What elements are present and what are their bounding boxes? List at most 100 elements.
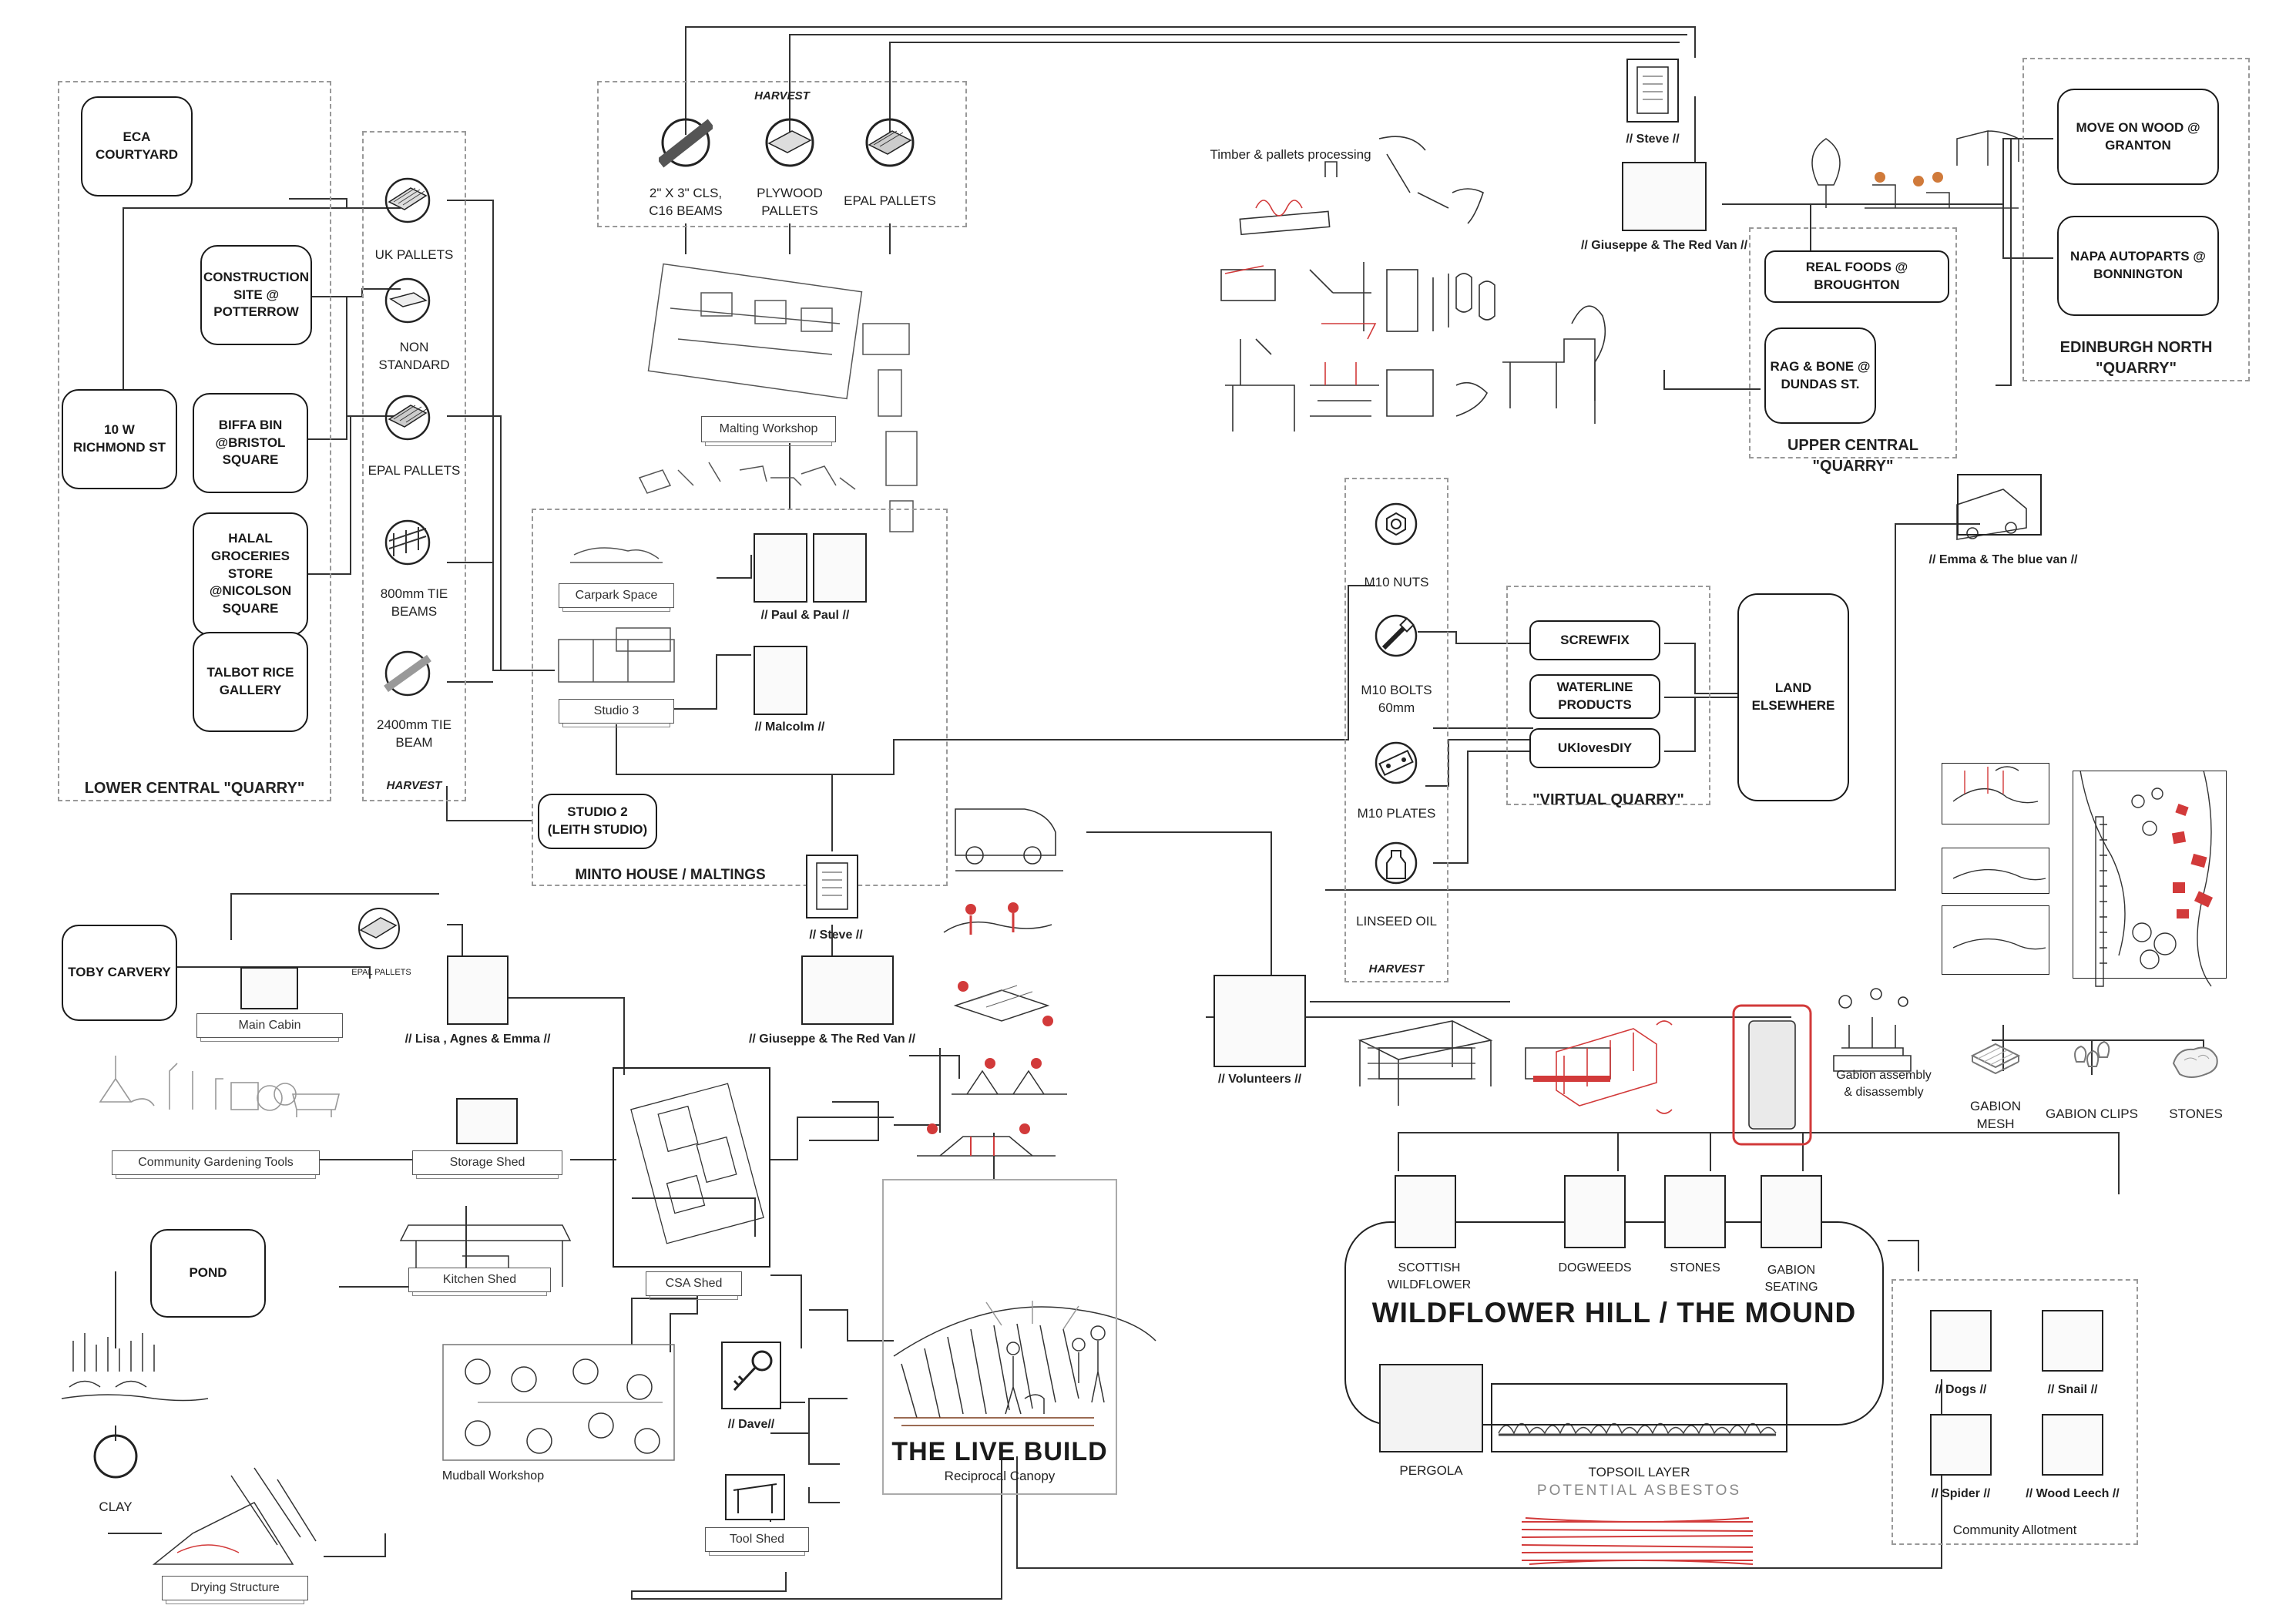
allotment-title: Community Allotment bbox=[1952, 1523, 2077, 1537]
studio-3-label[interactable]: Studio 3 bbox=[559, 699, 674, 727]
mound-dogweeds: DOGWEEDS bbox=[1558, 1261, 1632, 1274]
material-non-standard: NON STANDARD bbox=[378, 340, 450, 372]
mound-gabion-seating: GABION SEATING bbox=[1764, 1264, 1818, 1294]
source-eca-courtyard[interactable]: ECA COURTYARD bbox=[81, 96, 193, 196]
csa-shed-label[interactable]: CSA Shed bbox=[646, 1271, 742, 1300]
source-napa-autoparts[interactable]: NAPA AUTOPARTS @ BONNINGTON bbox=[2057, 216, 2219, 316]
plywood-pallets-icon bbox=[765, 118, 814, 167]
document-icon-mid bbox=[806, 855, 858, 918]
hardware-frame bbox=[1344, 478, 1448, 982]
lower-quarry-frame bbox=[58, 81, 331, 801]
build-sequence-1 bbox=[928, 886, 1067, 963]
hardware-linseed-oil: LINSEED OIL bbox=[1356, 914, 1437, 929]
live-build-subtitle: Reciprocal Canopy bbox=[944, 1469, 1056, 1483]
timber-processing-title: Timber & pallets processing bbox=[1210, 147, 1371, 162]
gabion-clips-label: GABION CLIPS bbox=[2046, 1107, 2138, 1121]
source-real-foods[interactable]: REAL FOODS @ BROUGHTON bbox=[1764, 250, 1949, 303]
mound-scottish-wildflower: SCOTTISH WILDFLOWER bbox=[1387, 1261, 1472, 1291]
main-cabin-sketch bbox=[240, 967, 298, 1009]
mound-stones: STONES bbox=[1670, 1261, 1720, 1274]
mudball-label: Mudball Workshop bbox=[441, 1469, 545, 1483]
wood-leech-sketch bbox=[2042, 1414, 2103, 1476]
dogs-label: // Dogs // bbox=[1935, 1383, 1987, 1396]
malting-workshop-label[interactable]: Malting Workshop bbox=[701, 416, 836, 446]
community-tools-label[interactable]: Community Gardening Tools bbox=[112, 1150, 320, 1179]
landscape-sketch-2 bbox=[1942, 848, 2049, 894]
kitchen-shed-label[interactable]: Kitchen Shed bbox=[408, 1268, 551, 1296]
source-move-on-wood[interactable]: MOVE ON WOOD @ GRANTON bbox=[2057, 89, 2219, 185]
pergola-sketch bbox=[1379, 1364, 1483, 1452]
tool-shed-label[interactable]: Tool Shed bbox=[705, 1527, 809, 1556]
allotment-frame bbox=[1892, 1279, 2138, 1545]
source-halal-groceries[interactable]: HALAL GROCERIES STORE @NICOLSON SQUARE bbox=[193, 512, 308, 636]
north-quarry-title: EDINBURGH NORTH "QUARRY" bbox=[2059, 339, 2213, 377]
pond-box[interactable]: POND bbox=[150, 1229, 266, 1318]
stones-icon bbox=[2172, 1046, 2218, 1078]
source-waterline[interactable]: WATERLINE PRODUCTS bbox=[1529, 674, 1660, 719]
hardware-harvest-label: HARVEST bbox=[1368, 962, 1425, 976]
source-uklovesdiy[interactable]: UKlovesDIY bbox=[1529, 728, 1660, 768]
upper-quarry-title: UPPER CENTRAL "QUARRY" bbox=[1787, 437, 1918, 475]
malcolm-label: // Malcolm // bbox=[754, 720, 825, 734]
dogs-sketch bbox=[1930, 1310, 1992, 1372]
emma-van-sketch bbox=[1957, 474, 2042, 536]
source-screwfix[interactable]: SCREWFIX bbox=[1529, 620, 1660, 660]
giuseppe-mid-label: // Giuseppe & The Red Van // bbox=[748, 1033, 916, 1046]
stones-sketch bbox=[1664, 1175, 1726, 1248]
malcolm-sketch bbox=[754, 646, 807, 715]
drying-structure-label[interactable]: Drying Structure bbox=[162, 1576, 308, 1604]
mound-asbestos: POTENTIAL ASBESTOS bbox=[1536, 1483, 1742, 1499]
gabion-seating-sketch bbox=[1761, 1175, 1822, 1248]
m10-plates-icon bbox=[1375, 741, 1418, 784]
source-construction-site[interactable]: CONSTRUCTION SITE @ POTTERROW bbox=[200, 245, 312, 345]
snail-sketch bbox=[2042, 1310, 2103, 1372]
m10-nuts-icon bbox=[1375, 502, 1418, 546]
mound-topsoil: TOPSOIL LAYER bbox=[1588, 1465, 1690, 1479]
mound-pergola: PERGOLA bbox=[1399, 1463, 1463, 1478]
top-harvest-frame bbox=[597, 81, 967, 227]
topsoil-sketch bbox=[1491, 1383, 1787, 1452]
landscape-sketch-3 bbox=[1942, 905, 2049, 975]
document-icon-top bbox=[1626, 59, 1679, 123]
m10-bolts-icon bbox=[1375, 614, 1418, 657]
storage-shed-label[interactable]: Storage Shed bbox=[412, 1150, 562, 1179]
harvest-epal-pallets: EPAL PALLETS bbox=[844, 193, 936, 208]
uk-pallets-icon bbox=[384, 177, 431, 223]
hardware-m10-nuts: M10 NUTS bbox=[1364, 575, 1429, 589]
harvest-cls-beams: 2" X 3" CLS, C16 BEAMS bbox=[649, 186, 723, 218]
snail-label: // Snail // bbox=[2047, 1383, 2098, 1396]
clay-label: CLAY bbox=[99, 1499, 133, 1514]
land-elsewhere-box[interactable]: LAND ELSEWHERE bbox=[1737, 593, 1849, 801]
lisa-sketch bbox=[447, 955, 509, 1025]
material-uk-pallets: UK PALLETS bbox=[374, 247, 454, 262]
studio-2-box[interactable]: STUDIO 2 (LEITH STUDIO) bbox=[538, 794, 657, 849]
storage-shed-sketch bbox=[456, 1098, 518, 1144]
toby-carvery-box[interactable]: TOBY CARVERY bbox=[62, 925, 177, 1021]
paul-sketch-2 bbox=[813, 533, 867, 603]
material-epal-pallets: EPAL PALLETS bbox=[368, 463, 461, 478]
source-10w-richmond[interactable]: 10 W RICHMOND ST bbox=[62, 389, 177, 489]
lower-materials-frame bbox=[362, 131, 466, 801]
material-800mm-tie-beams: 800mm TIE BEAMS bbox=[380, 586, 448, 619]
upper-quarry-frame bbox=[1749, 227, 1957, 458]
minto-frame bbox=[532, 509, 948, 886]
source-biffa-bin[interactable]: BIFFA BIN @BRISTOL SQUARE bbox=[193, 393, 308, 493]
clay-icon bbox=[93, 1434, 138, 1479]
stones-label: STONES bbox=[2169, 1107, 2223, 1121]
key-icon bbox=[721, 1342, 781, 1409]
main-cabin-label[interactable]: Main Cabin bbox=[196, 1013, 343, 1042]
hardware-m10-plates: M10 PLATES bbox=[1357, 806, 1436, 821]
lower-quarry-title: LOWER CENTRAL "QUARRY" bbox=[84, 780, 305, 797]
tool-shed-icon bbox=[725, 1474, 785, 1520]
csa-shed-plan bbox=[613, 1067, 770, 1268]
harvest-plywood-pallets: PLYWOOD PALLETS bbox=[757, 186, 823, 218]
carpark-space-label[interactable]: Carpark Space bbox=[559, 583, 674, 612]
dave-label: // Dave// bbox=[727, 1418, 775, 1431]
steve-top-label: // Steve // bbox=[1626, 133, 1680, 146]
tie-beam-800-icon bbox=[384, 519, 431, 566]
source-talbot-rice[interactable]: TALBOT RICE GALLERY bbox=[193, 632, 308, 732]
non-standard-pallet-icon bbox=[384, 277, 431, 324]
source-rag-bone[interactable]: RAG & BONE @ DUNDAS ST. bbox=[1764, 327, 1876, 424]
small-epal-label: EPAL PALLETS bbox=[351, 968, 411, 977]
steve-mid-label: // Steve // bbox=[809, 929, 863, 942]
